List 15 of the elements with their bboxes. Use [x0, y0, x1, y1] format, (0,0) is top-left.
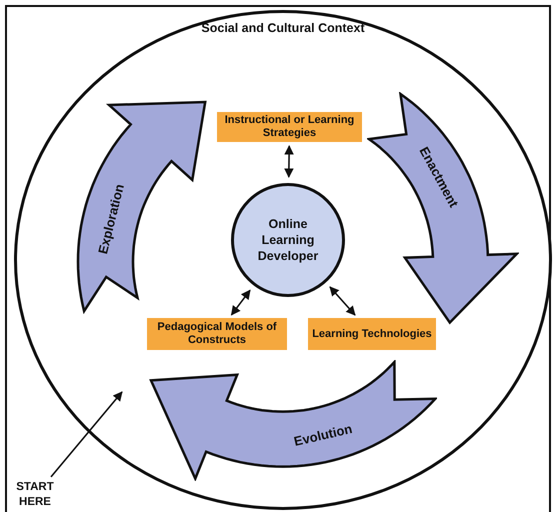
arrow: [230, 290, 251, 316]
curved-stage-shape: [367, 92, 519, 325]
curved-stage-shape: [149, 360, 438, 481]
context-title: Social and Cultural Context: [201, 21, 365, 35]
curved-stage-shape: [76, 100, 208, 314]
strategy-box: Learning Technologies: [308, 318, 436, 350]
strategy-box: Instructional or Learning Strategies: [217, 112, 362, 142]
arrow: [329, 286, 356, 316]
context-circle: [14, 10, 552, 510]
strategy-box: Pedagogical Models of Constructs: [147, 318, 287, 350]
developer-circle: Online Learning Developer: [231, 183, 345, 297]
arrow: [50, 391, 123, 478]
start-note: START HERE: [10, 480, 60, 512]
arrow-label: Evolution: [292, 420, 354, 449]
arrow: [284, 145, 294, 178]
